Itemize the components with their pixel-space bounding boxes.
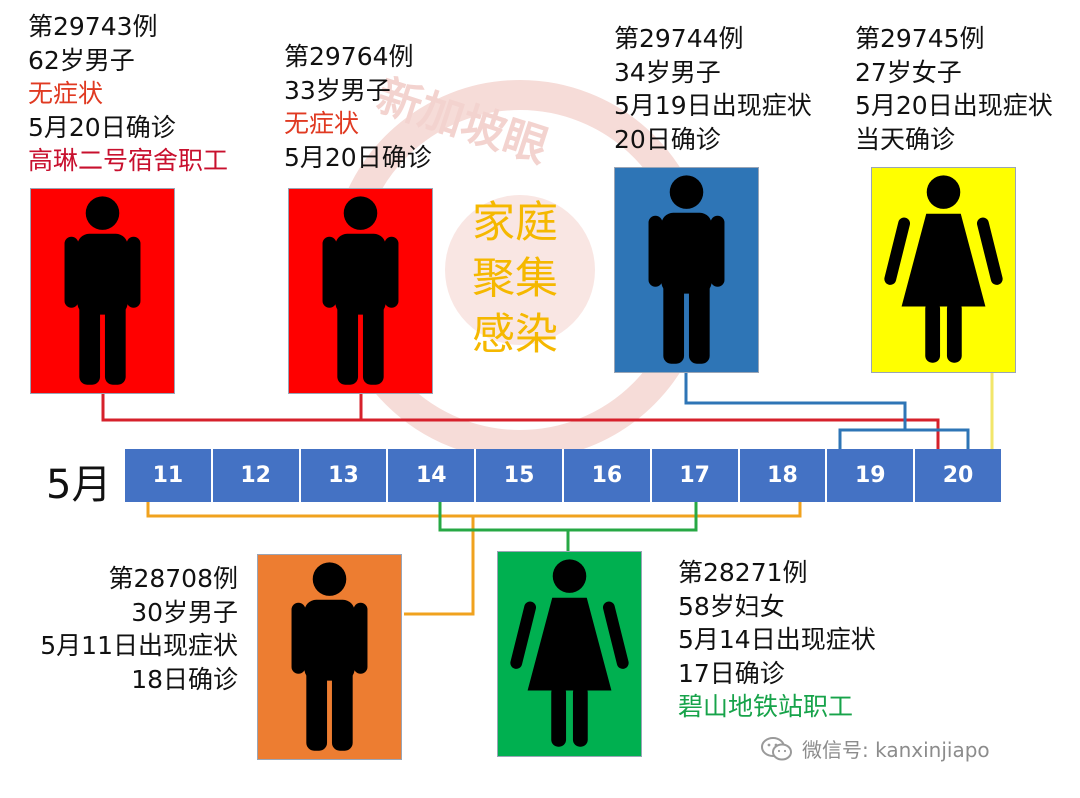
wechat-icon [761, 736, 792, 760]
cluster-label: 家庭 聚集 感染 [472, 195, 558, 363]
timeline-day: 16 [563, 449, 652, 502]
case-number: 第29743例 [28, 12, 158, 41]
timeline-day: 20 [915, 449, 1001, 502]
case-29764-info: 第29764例 33岁男子 无症状 5月20日确诊 [284, 40, 432, 174]
man-figure-icon [648, 175, 725, 364]
case-28708-info: 第28708例 30岁男子 5月11日出现症状 18日确诊 [18, 562, 238, 696]
case-29744-card [614, 167, 759, 373]
case-symptom: 无症状 [284, 109, 360, 138]
case-symptom: 5月11日出现症状 [40, 631, 238, 660]
wechat-id: 微信号: kanxinjiapo [802, 738, 990, 762]
case-confirm: 18日确诊 [131, 664, 238, 694]
wechat-footer: 微信号: kanxinjiapo [760, 734, 990, 763]
case-number: 第29764例 [284, 42, 414, 71]
timeline-day: 18 [739, 449, 828, 502]
case-age: 62岁男子 [28, 45, 135, 75]
cluster-label-line: 聚集 [472, 254, 558, 304]
case-age: 33岁男子 [284, 75, 391, 105]
case-28271-info: 第28271例 58岁妇女 5月14日出现症状 17日确诊 碧山地铁站职工 [678, 556, 876, 724]
case-29744-info: 第29744例 34岁男子 5月19日出现症状 20日确诊 [614, 22, 812, 156]
timeline-day: 12 [212, 449, 301, 502]
timeline: 11 12 13 14 15 16 17 18 19 20 [125, 449, 1001, 502]
case-28708-card [257, 554, 402, 760]
case-symptom: 5月14日出现症状 [678, 625, 876, 654]
case-number: 第29745例 [855, 24, 985, 53]
case-confirm: 17日确诊 [678, 658, 785, 688]
case-confirm: 5月20日确诊 [28, 112, 176, 142]
cluster-label-line: 感染 [472, 310, 558, 360]
orange-connector [404, 516, 475, 616]
man-figure-icon [64, 196, 141, 385]
case-age: 27岁女子 [855, 57, 962, 87]
blue-bracket [838, 428, 970, 449]
case-29743-card [30, 188, 175, 394]
case-29743-info: 第29743例 62岁男子 无症状 5月20日确诊 高琳二号宿舍职工 [28, 10, 228, 178]
case-29745-info: 第29745例 27岁女子 5月20日出现症状 当天确诊 [855, 22, 1053, 156]
case-symptom: 5月20日出现症状 [855, 91, 1053, 120]
timeline-day: 11 [125, 449, 213, 502]
timeline-day: 15 [476, 449, 564, 502]
case-confirm: 20日确诊 [614, 124, 721, 154]
case-29745-card [871, 167, 1016, 373]
case-age: 30岁男子 [131, 597, 238, 627]
case-workplace: 碧山地铁站职工 [678, 692, 854, 721]
cluster-label-line: 家庭 [472, 198, 558, 248]
case-number: 第28708例 [108, 564, 238, 593]
case-age: 34岁男子 [614, 57, 721, 87]
month-label: 5月 [46, 462, 112, 508]
case-confirm: 当天确诊 [855, 124, 956, 154]
timeline-day: 14 [388, 449, 477, 502]
woman-figure-icon [884, 175, 1003, 363]
case-symptom: 5月19日出现症状 [614, 91, 812, 120]
red-connector [101, 394, 940, 449]
timeline-day: 13 [300, 449, 389, 502]
man-figure-icon [322, 196, 399, 385]
timeline-day: 19 [827, 449, 916, 502]
case-confirm: 5月20日确诊 [284, 142, 432, 172]
orange-bracket [146, 502, 802, 518]
case-number: 第28271例 [678, 558, 808, 587]
blue-connector [684, 372, 907, 430]
case-symptom: 无症状 [28, 79, 104, 108]
case-number: 第29744例 [614, 24, 744, 53]
timeline-day: 17 [651, 449, 740, 502]
case-29764-card [288, 188, 433, 394]
case-28271-card [497, 551, 642, 757]
woman-figure-icon [510, 559, 629, 747]
man-figure-icon [291, 562, 368, 751]
case-age: 58岁妇女 [678, 591, 785, 621]
case-workplace: 高琳二号宿舍职工 [28, 146, 229, 175]
